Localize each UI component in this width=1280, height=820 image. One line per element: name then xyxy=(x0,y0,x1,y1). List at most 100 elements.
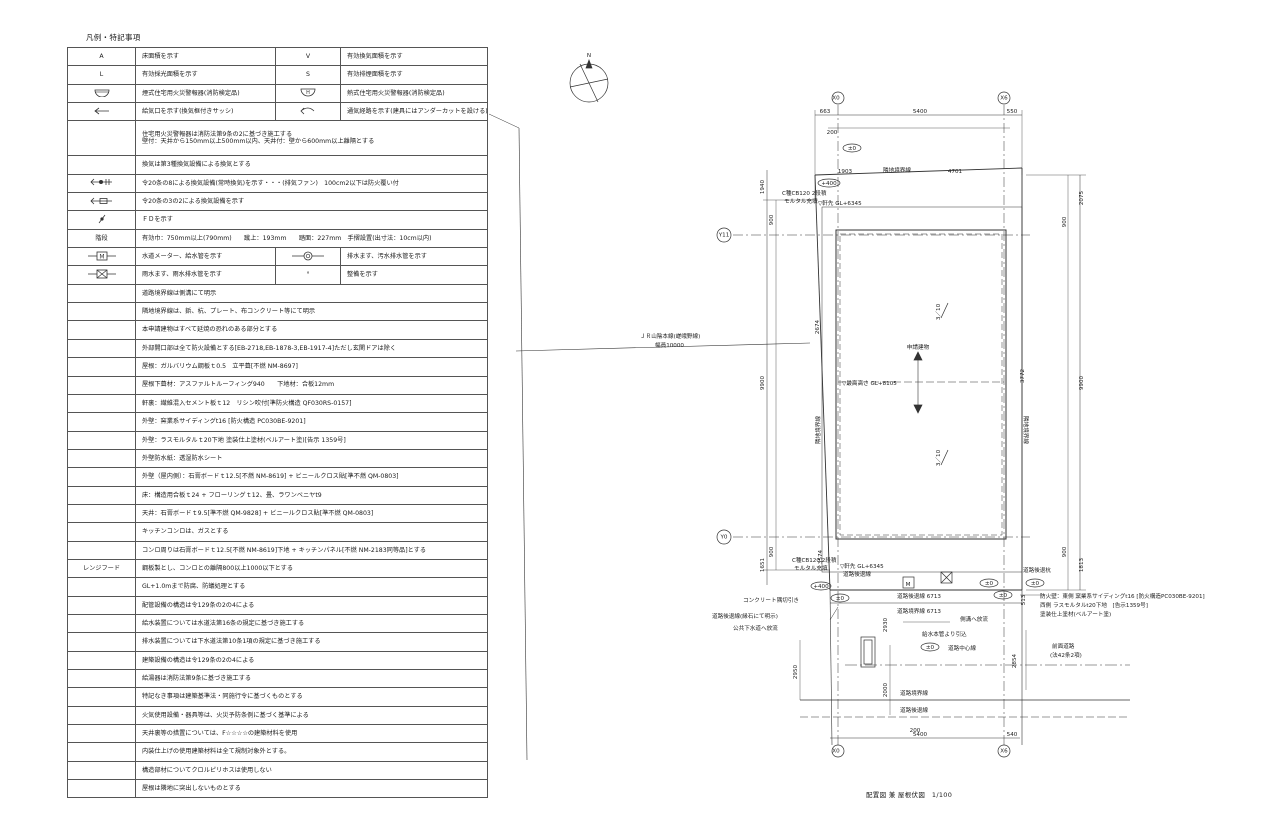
note-front-road: 前面道路 xyxy=(1052,642,1075,650)
note-eave-top: ▽軒先 GL+6345 xyxy=(818,199,862,207)
dim-1813: 1813 xyxy=(1079,557,1085,572)
dim-900-a: 900 xyxy=(769,214,775,225)
dim-1903: 1903 xyxy=(838,169,853,175)
dim-200: 200 xyxy=(827,130,838,136)
note-road-retreat-stone: 道路後退線(縁石にて明示) xyxy=(712,612,778,620)
note-jr-width: 幅員10000 xyxy=(655,341,684,349)
note-road-retreat-6713: 道路後退線 6713 xyxy=(897,592,941,600)
dim-540: 540 xyxy=(1007,732,1018,738)
note-road-boundary-6713: 道路境界線 6713 xyxy=(897,607,941,615)
note-road-retreat-post: 道路後退杭 xyxy=(1023,566,1051,574)
legend-row: 階段有効巾：750mm以上(790mm) 蹴上：193mm 踏面：227mm 手… xyxy=(67,228,488,249)
dim-3772: 3772 xyxy=(1020,369,1026,383)
dim-2000: 2000 xyxy=(883,682,889,697)
dim-900-d: 900 xyxy=(1062,546,1068,557)
dim-513: 513 xyxy=(1021,594,1027,605)
legend-note: 屋根は隣地に突出しないものとする xyxy=(135,779,488,799)
dim-5400-top: 5400 xyxy=(913,109,928,115)
dim-9900-right: 9900 xyxy=(1079,375,1085,390)
note-slope-upper: 3／10 xyxy=(935,303,942,320)
dim-2950: 2950 xyxy=(793,664,799,679)
dim-900-c: 900 xyxy=(1062,216,1068,227)
note-fire-1: 防火壁：東側 窯業系サイディングt16 [防火構造PC030BE-9201] xyxy=(1040,592,1205,600)
note-boundary-left: 隣地境界線 xyxy=(814,416,822,444)
svg-text:M: M xyxy=(99,253,104,260)
level-bottom-a: ±0 xyxy=(836,596,845,602)
dim-2674: 2674 xyxy=(815,319,821,334)
legend-row: 軒裏：繊維混入セメント板ｔ12 リシン吹付[準防火構造 QF030RS-0157… xyxy=(67,393,488,414)
dim-2075: 2075 xyxy=(1079,190,1085,205)
svg-text:H: H xyxy=(306,90,310,96)
note-mortar-bottom: モルタル充填 xyxy=(794,564,828,572)
legend-row: 内装仕上げの使用建築材料は全て規制対象外とする。 xyxy=(67,742,488,762)
legend-row: 道路境界線は側溝にて明示 xyxy=(67,283,488,304)
legend-row: 建築設備の構造は令129条の2の4による xyxy=(67,650,488,671)
level-plus400-top: +400 xyxy=(821,181,837,187)
note-meter: M xyxy=(906,582,911,588)
note-eave-bottom: ▽軒先 GL+6345 xyxy=(840,562,884,570)
dim-550: 550 xyxy=(1007,109,1018,115)
grid-x6-top: X6 xyxy=(1000,96,1008,102)
dim-1940: 1940 xyxy=(760,179,766,194)
note-fire-3: 塗装仕上塗材(ベルアート塗) xyxy=(1040,610,1111,618)
legend-title: 凡例・特記事項 xyxy=(86,33,141,42)
note-road-boundary: 道路境界線 xyxy=(900,689,928,697)
legend-row: 給気口を示す(換気框付きサッシ) 通気経路を示す(建具にはアンダーカットを設ける) xyxy=(67,102,488,122)
note-block-bottom: C種CB120 2段積 xyxy=(792,556,837,564)
note-jr-line: ＪＲ山陰本線(嵯峨野線) xyxy=(640,332,700,340)
note-front-road-law: (法42条2項) xyxy=(1050,651,1082,659)
level-bottom-d: ±0 xyxy=(1031,581,1040,587)
legend-text: 通気経路を示す(建具にはアンダーカットを設ける) xyxy=(340,102,488,122)
note-site-boundary-top: 隣地境界線 xyxy=(883,166,911,174)
level-bottom-c: ±0 xyxy=(999,593,1008,599)
dim-900-b: 900 xyxy=(769,546,775,557)
compass-north: N xyxy=(587,53,591,59)
legend-row: 配管設備の構造は令129条の2の4による xyxy=(67,595,488,615)
level-road: ±0 xyxy=(926,645,935,651)
note-block-top: C種CB120 2段積 xyxy=(782,189,827,197)
legend-row: 外壁（屋内側）：石膏ボードｔ12.5[不燃 NM-8619] + ビニールクロス… xyxy=(67,467,488,487)
dim-9900-left: 9900 xyxy=(760,375,766,390)
legend-row: 構造部材についてクロルピリホスは使用しない xyxy=(67,760,488,781)
dim-1651: 1651 xyxy=(760,557,766,572)
dim-inner-bottom: 200 xyxy=(910,728,921,734)
note-gutter: 側溝へ放流 xyxy=(960,615,988,623)
grid-x0-top: X0 xyxy=(832,96,840,102)
note-road-retreat-top: 道路後退線 xyxy=(843,570,871,578)
legend-row: 屋根は隣地に突出しないものとする xyxy=(67,779,488,799)
heat-detector-icon: H xyxy=(275,83,341,104)
note-road-retreat-bottom: 道路後退線 xyxy=(900,706,928,714)
level-plus400-bottom: +400 xyxy=(813,584,829,590)
note-slope-lower: 3／10 xyxy=(935,449,942,466)
grid-y11: Y11 xyxy=(718,233,730,239)
dim-663: 663 xyxy=(820,109,831,115)
note-road-center: 道路中心線 xyxy=(948,644,976,652)
dim-3574: 3574 xyxy=(818,549,824,564)
dim-2854: 2854 xyxy=(1012,653,1018,668)
compass-icon xyxy=(569,59,609,103)
legend-row: コンロ周りは石膏ボードｔ12.5[不燃 NM-8619]下地 + キッチンパネル… xyxy=(67,540,488,560)
level-top: ±0 xyxy=(848,146,857,152)
note-sewer: 公共下水道へ放流 xyxy=(733,624,778,632)
note-water-supply: 給水本管より引込 xyxy=(922,630,967,638)
legend-row: 屋根下葺材：アスファルトルーフィング940 下地材：合板12mm xyxy=(67,375,488,395)
note-concrete: コンクリート隅切引き xyxy=(743,596,799,604)
grid-y0: Y0 xyxy=(720,535,728,541)
drawing-title: 配置図 兼 屋根伏図 1/100 xyxy=(866,791,953,799)
grid-x0-bottom: X0 xyxy=(832,749,840,755)
dim-4701: 4701 xyxy=(948,169,963,175)
level-bottom-b: ±0 xyxy=(985,581,994,587)
note-fire-2: 西側 ラスモルタルt20下地 [告示1359号] xyxy=(1040,601,1148,609)
grid-x6-bottom: X6 xyxy=(1000,749,1008,755)
dim-5400-bottom: 5400 xyxy=(913,732,928,738)
note-mortar-top: モルタル充填 xyxy=(784,197,818,205)
note-building: 申請建物 xyxy=(907,343,930,351)
dim-2930: 2930 xyxy=(883,617,889,632)
legend-text: 給気口を示す(換気框付きサッシ) xyxy=(135,102,276,122)
note-max-height: ▽最高高さ GL+8105 xyxy=(842,379,897,387)
legend-row: 令20条の8による換気設備(常時換気)を示す・・・(排気ファン) 100cm2以… xyxy=(67,173,488,194)
note-boundary-right: 隣地境界線 xyxy=(1022,416,1030,444)
